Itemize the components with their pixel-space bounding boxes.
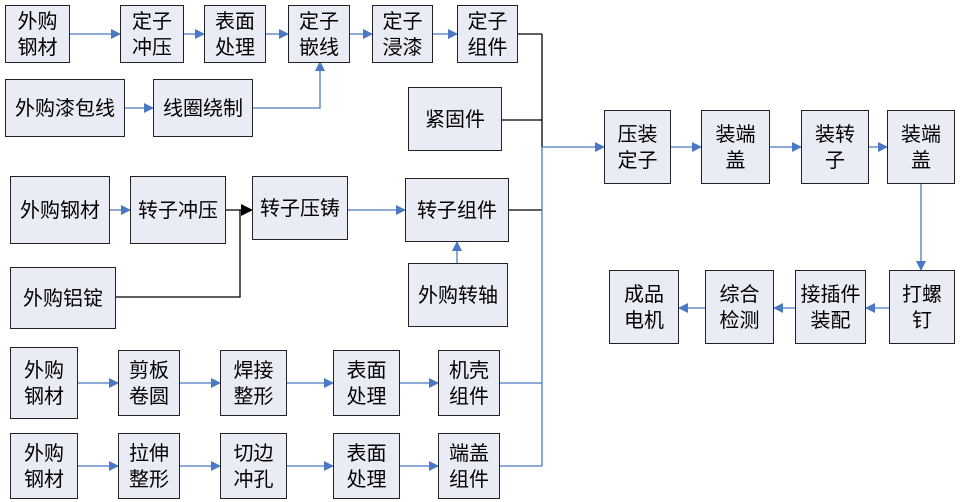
node-purchased-steel-4: 外购 钢材 (10, 433, 78, 499)
node-install-end-cap-1: 装端 盖 (701, 110, 770, 184)
node-stator-winding-insert: 定子 嵌线 (288, 5, 350, 63)
node-weld-shape: 焊接 整形 (220, 350, 287, 416)
node-purchased-steel-3: 外购 钢材 (10, 347, 78, 419)
node-stator-assembly: 定子 组件 (457, 5, 518, 63)
node-surface-treatment-3: 表面 处理 (333, 433, 400, 499)
node-screw-fastening: 打螺 钉 (889, 270, 955, 344)
node-surface-treatment-1: 表面 处理 (204, 5, 266, 63)
node-install-rotor: 装转 子 (801, 110, 869, 184)
node-purchased-shaft: 外购转轴 (408, 263, 508, 327)
node-shear-roll: 剪板 卷圆 (118, 350, 180, 416)
node-end-cap-assembly: 端盖 组件 (438, 433, 500, 499)
line-n14-n12 (116, 210, 241, 298)
node-press-stator: 压装 定子 (604, 110, 671, 184)
node-rotor-assembly: 转子组件 (405, 178, 509, 242)
node-trim-punch: 切边 冲孔 (220, 433, 287, 499)
node-connector-assembly: 接插件 装配 (795, 270, 866, 344)
node-fasteners: 紧固件 (408, 87, 502, 151)
node-stator-stamping: 定子 冲压 (120, 5, 184, 63)
node-rotor-stamping: 转子冲压 (130, 176, 226, 244)
node-install-end-cap-2: 装端 盖 (887, 110, 955, 184)
node-comprehensive-test: 综合 检测 (705, 270, 774, 344)
node-housing-assembly: 机壳 组件 (438, 350, 500, 416)
node-stator-varnish: 定子 浸漆 (372, 5, 433, 63)
node-purchased-enameled-wire: 外购漆包线 (5, 79, 125, 137)
node-rotor-die-casting: 转子压铸 (252, 176, 348, 240)
node-purchased-steel-1: 外购 钢材 (5, 5, 70, 63)
arrow-n8-n4 (253, 61, 325, 109)
node-purchased-aluminum-ingot: 外购铝锭 (10, 267, 116, 329)
node-coil-winding: 线圈绕制 (153, 79, 253, 137)
node-purchased-steel-2: 外购钢材 (10, 176, 110, 244)
node-finished-motor: 成品 电机 (609, 270, 679, 344)
node-stretch-shape: 拉伸 整形 (118, 433, 180, 499)
node-surface-treatment-2: 表面 处理 (333, 350, 400, 416)
